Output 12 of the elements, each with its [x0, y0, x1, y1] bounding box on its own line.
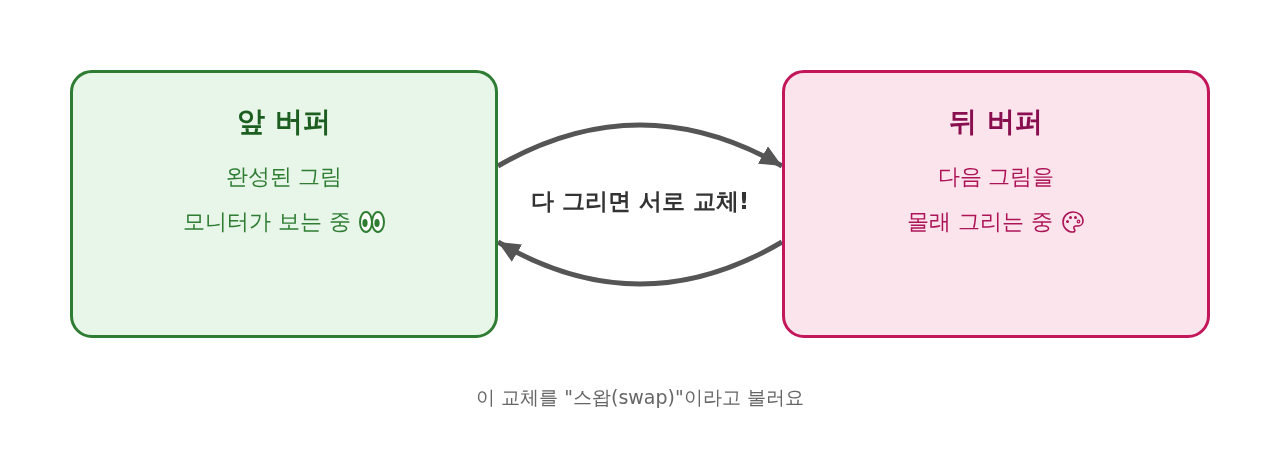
box-title: 뒤 버퍼 — [949, 105, 1043, 139]
buffer-box — [70, 70, 498, 338]
arrow — [496, 122, 784, 169]
description-text: 모니터가 보는 중 — [183, 208, 351, 236]
caption: 이 교체를 "스왑(swap)"이라고 불러요 — [476, 385, 804, 410]
buffer-box — [782, 70, 1210, 338]
description-text: 다음 그림을 — [937, 163, 1055, 191]
note-text: 다 그리면 서로 교체! — [530, 186, 750, 216]
box-title: 앞 버퍼 — [237, 105, 331, 139]
description-text: 완성된 그림 — [225, 163, 343, 191]
arrow — [496, 239, 784, 287]
description-text: 몰래 그리는 중 — [907, 208, 1053, 236]
